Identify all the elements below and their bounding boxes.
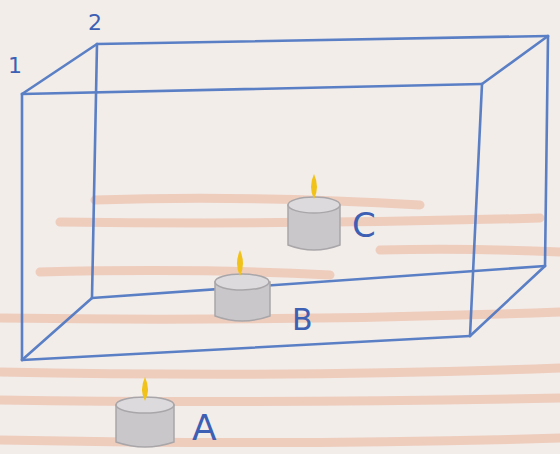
corner-number: 1 bbox=[8, 55, 22, 77]
candle-letter: A bbox=[192, 410, 217, 446]
candle-c bbox=[288, 174, 340, 250]
candle-b bbox=[215, 250, 270, 321]
candle-letter: C bbox=[352, 208, 376, 242]
corner-number: 2 bbox=[88, 12, 102, 34]
candle-a bbox=[116, 377, 174, 447]
candle-letter: B bbox=[292, 305, 313, 335]
